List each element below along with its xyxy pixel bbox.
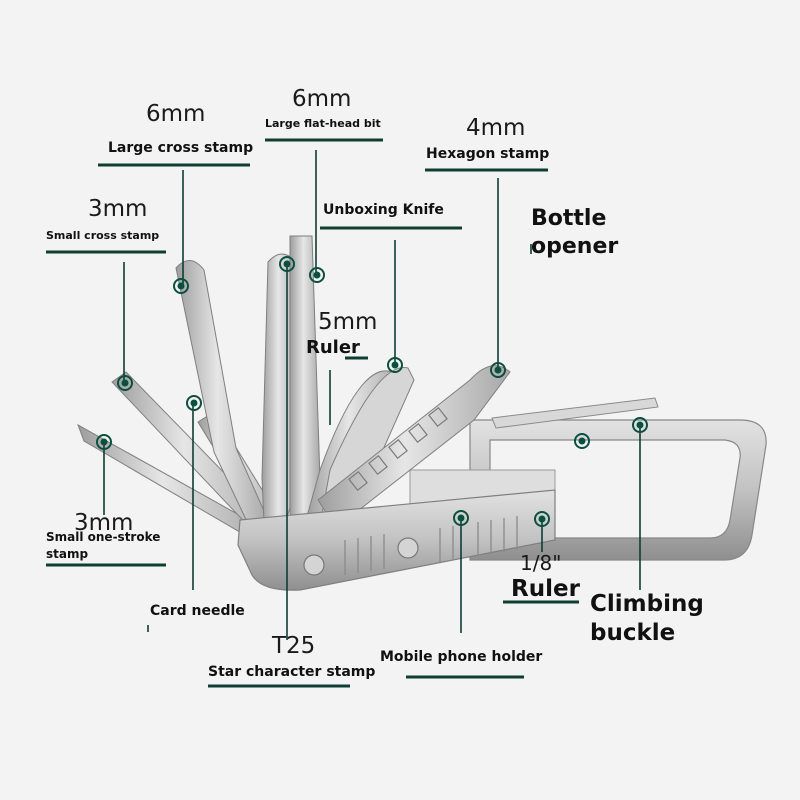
ruler-inch-size: 1/8" — [520, 551, 562, 575]
ruler-inch-name: Ruler — [511, 576, 580, 602]
multitool-illustration — [77, 235, 767, 591]
marker-hexagon-center — [494, 366, 502, 374]
phone-holder-name: Mobile phone holder — [380, 649, 543, 665]
marker-unboxing — [387, 357, 403, 373]
marker-bottle-opener — [574, 433, 590, 449]
flat-head-name: Large flat-head bit — [265, 117, 381, 130]
marker-large-cross — [173, 278, 189, 294]
marker-flat-head — [309, 267, 325, 283]
marker-phone-holder-center — [457, 514, 465, 522]
unboxing-knife-name: Unboxing Knife — [323, 202, 444, 218]
small-cross-size: 3mm — [88, 196, 148, 222]
marker-ruler-inch — [534, 511, 550, 527]
marker-hexagon — [490, 362, 506, 378]
climbing-buckle-line1: Climbing — [590, 591, 704, 617]
buckle-gate — [491, 397, 659, 429]
small-cross-name: Small cross stamp — [46, 229, 160, 242]
climbing-buckle-line2: buckle — [590, 620, 676, 646]
card-needle-name: Card needle — [150, 603, 245, 619]
marker-small-cross-center — [121, 379, 129, 387]
body-ridges — [344, 516, 518, 575]
marker-unboxing-center — [391, 361, 399, 369]
ruler-teeth — [348, 406, 448, 492]
marker-phone-holder — [453, 510, 469, 526]
marker-t25-center — [283, 260, 291, 268]
marker-one-stroke-center — [100, 438, 108, 446]
marker-large-cross-center — [177, 282, 185, 290]
marker-climbing — [632, 417, 648, 433]
marker-climbing-center — [636, 421, 644, 429]
flat-head-size: 6mm — [292, 86, 352, 112]
body-screw-right — [397, 537, 419, 559]
large-cross-name: Large cross stamp — [108, 140, 254, 156]
marker-card-needle — [186, 395, 202, 411]
hexagon-size: 4mm — [466, 115, 526, 141]
t25-size: T25 — [272, 633, 316, 659]
large-cross-size: 6mm — [146, 101, 206, 127]
ruler-5mm-name: Ruler — [306, 337, 360, 358]
marker-ruler-inch-center — [538, 515, 546, 523]
t25-name: Star character stamp — [208, 664, 376, 680]
bottle-opener-line2: opener — [531, 234, 619, 259]
hexagon-name: Hexagon stamp — [426, 146, 550, 162]
tool-hexagon — [317, 365, 511, 529]
marker-card-needle-center — [190, 399, 198, 407]
marker-small-cross — [117, 375, 133, 391]
one-stroke-line1: Small one-stroke — [46, 530, 161, 544]
marker-one-stroke — [96, 434, 112, 450]
one-stroke-size: 3mm — [74, 510, 134, 536]
bottle-opener-line1: Bottle — [531, 206, 607, 231]
marker-dots — [96, 256, 648, 527]
body-screw-left — [303, 554, 325, 576]
marker-bottle-opener-center — [578, 437, 586, 445]
marker-flat-head-center — [313, 271, 321, 279]
ruler-5mm-size: 5mm — [318, 309, 378, 335]
one-stroke-line2: stamp — [46, 547, 89, 561]
leader-lines — [46, 138, 641, 688]
marker-t25 — [279, 256, 295, 272]
